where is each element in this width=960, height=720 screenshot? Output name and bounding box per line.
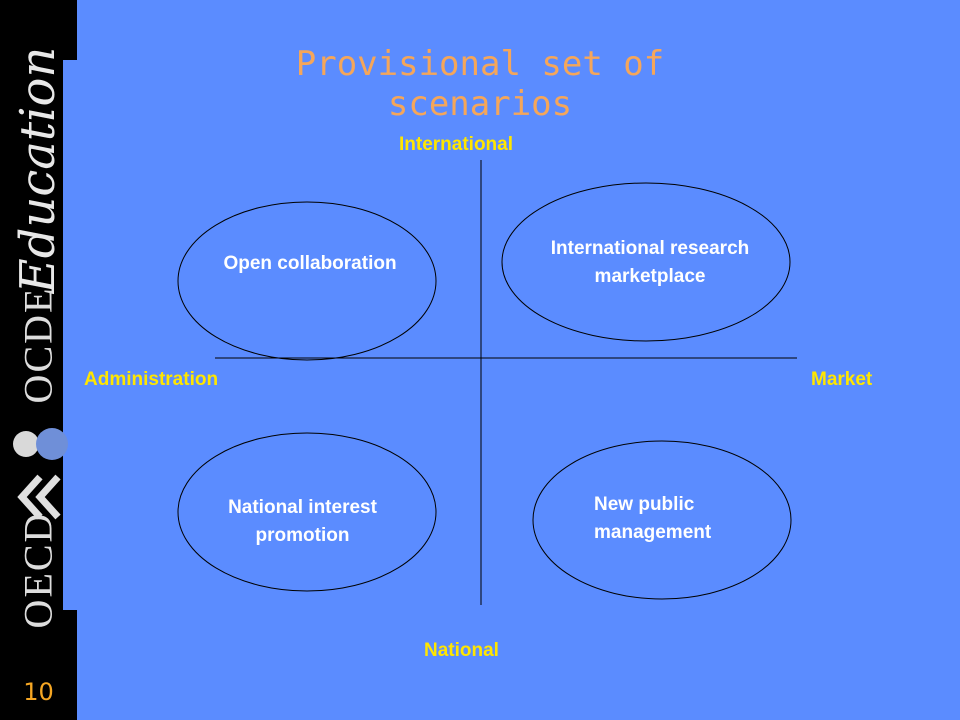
sidebar-stripe [63,60,77,610]
scenario-label-open-collaboration: Open collaboration [223,253,397,274]
scenario-label-line: promotion [255,525,350,546]
axis-label-left: Administration [84,369,219,390]
page-number: 10 [23,678,54,706]
scenario-label-line: National interest [228,497,377,518]
slide-title: Provisional set of scenarios [295,44,665,124]
scenario-ellipse-international-research [501,182,791,342]
oecd-logo-arrows-icon [17,474,61,520]
scenario-label-international-research: International research marketplace [500,235,800,291]
scenario-label-line: marketplace [594,266,706,287]
axis-label-top: International [399,134,514,155]
scenario-ellipse-national-interest [177,432,437,592]
scenario-label-new-public-management: New public management [594,491,711,547]
axis-label-right: Market [811,369,873,390]
axis-label-bottom: National [424,640,499,661]
sidebar: Education OCDE OECD 10 [0,0,77,720]
scenario-ellipse-new-public-management [532,440,792,600]
scenario-label-line: management [594,522,712,543]
scenario-label-line: International research [550,238,750,259]
scenario-ellipse-open-collaboration [177,201,437,361]
scenario-label-line: New public [594,494,695,515]
oecd-logo-dots-icon [13,428,68,460]
scenario-label-national-interest: National interest promotion [180,494,425,550]
